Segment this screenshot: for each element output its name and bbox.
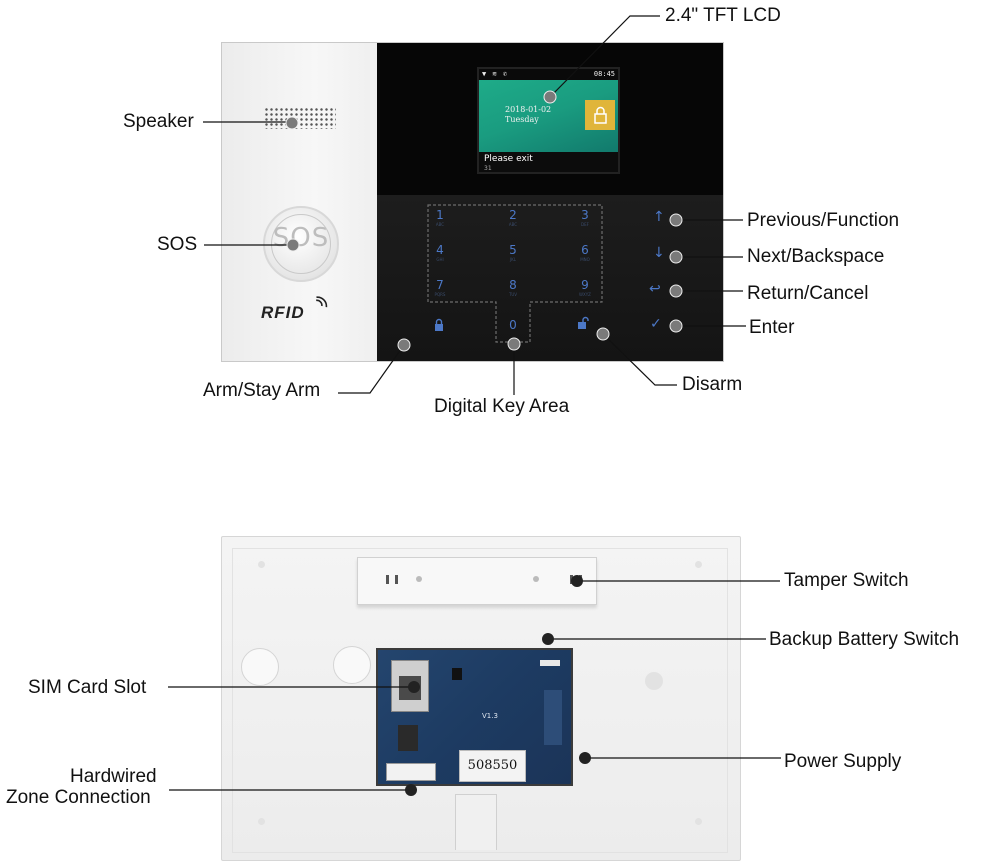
lcd-prompt: Please exit — [484, 154, 533, 164]
keypad-panel — [377, 195, 723, 361]
sos-button-ring — [271, 214, 331, 274]
back-panel-inner-frame — [232, 548, 728, 853]
marker-tamper-switch — [571, 575, 583, 587]
rfid-wave-icon — [316, 296, 328, 308]
down-arrow-icon: ↓ — [653, 245, 665, 261]
label-enter: Enter — [749, 317, 795, 338]
screw-hole — [258, 561, 265, 568]
screw-hole — [695, 818, 702, 825]
key-0: 0 — [509, 318, 517, 332]
lcd-lock-icon — [585, 100, 615, 130]
label-return-cancel: Return/Cancel — [747, 283, 869, 304]
bracket-hole — [533, 576, 539, 582]
lcd-screen: ▼ ≋ ✆ 08:45 2018-01-02 Tuesday Please ex… — [477, 67, 620, 174]
mounting-bump — [645, 672, 663, 690]
lcd-bottom-bar — [479, 152, 618, 172]
label-arm-stay-arm: Arm/Stay Arm — [203, 380, 321, 401]
marker-backup-battery-switch — [542, 633, 554, 645]
marker-hardwired-zone — [405, 784, 417, 796]
label-next-backspace: Next/Backspace — [747, 246, 885, 267]
label-digital-key-area: Digital Key Area — [434, 396, 570, 417]
marker-next-backspace — [669, 250, 683, 264]
disarm-unlock-icon — [578, 316, 589, 329]
label-tamper-switch: Tamper Switch — [784, 570, 909, 591]
lcd-date: 2018-01-02 — [505, 105, 552, 114]
marker-return-cancel — [669, 284, 683, 298]
leader-lcd — [549, 15, 660, 98]
label-power-supply: Power Supply — [784, 751, 902, 772]
screw-hole — [258, 818, 265, 825]
pcb-version: V1.3 — [482, 712, 498, 720]
bracket-slot — [386, 575, 389, 584]
up-arrow-icon: ↑ — [653, 209, 665, 225]
label-lcd: 2.4" TFT LCD — [665, 5, 781, 26]
marker-arm-stay-arm — [397, 338, 411, 352]
marker-enter — [669, 319, 683, 333]
front-panel-left-section — [222, 43, 377, 361]
marker-sim-card-slot — [408, 681, 420, 693]
lcd-status-bar: ▼ ≋ ✆ 08:45 — [479, 69, 618, 80]
label-hardwired-zone-line1: Hardwired — [70, 766, 157, 787]
mounting-cutout — [241, 648, 279, 686]
marker-speaker — [285, 116, 299, 130]
screw-hole — [695, 561, 702, 568]
leader-arm-stay-arm — [338, 344, 405, 394]
bracket-slot — [395, 575, 398, 584]
sos-button-text: SOS — [272, 223, 330, 253]
lcd-time: 08:45 — [593, 70, 615, 78]
leader-disarm — [602, 333, 677, 386]
label-speaker: Speaker — [123, 111, 194, 132]
label-disarm: Disarm — [682, 374, 743, 395]
lcd-page-number: 31 — [484, 165, 492, 172]
label-sos: SOS — [157, 234, 198, 255]
speaker-grill — [264, 107, 336, 129]
marker-previous-function — [669, 213, 683, 227]
bracket-hole — [416, 576, 422, 582]
lcd-day: Tuesday — [505, 115, 539, 124]
rfid-logo: RFID — [261, 303, 305, 322]
pcb-component-strip — [544, 690, 562, 745]
check-icon: ✓ — [650, 316, 662, 332]
return-arrow-icon: ↩ — [649, 281, 661, 297]
arm-lock-icon — [435, 318, 443, 331]
zone-connector — [386, 763, 436, 781]
mounting-cutout — [333, 646, 371, 684]
marker-digital-key-area — [507, 337, 521, 351]
digital-key-area-outline — [427, 204, 603, 343]
marker-lcd — [543, 90, 557, 104]
label-previous-function: Previous/Function — [747, 210, 900, 231]
bottom-tab — [455, 794, 497, 850]
signal-wifi-phone-icons: ▼ ≋ ✆ — [482, 70, 509, 78]
label-sim-card-slot: SIM Card Slot — [28, 677, 147, 698]
pcb-header — [398, 725, 418, 751]
marker-disarm — [596, 327, 610, 341]
marker-power-supply — [579, 752, 591, 764]
label-backup-battery-switch: Backup Battery Switch — [769, 629, 960, 650]
pcb-chip — [452, 668, 462, 680]
pcb-switch — [540, 660, 560, 666]
marker-sos — [286, 238, 300, 252]
serial-number-label: 508550 — [459, 750, 526, 782]
label-hardwired-zone-line2: Zone Connection — [6, 787, 151, 808]
